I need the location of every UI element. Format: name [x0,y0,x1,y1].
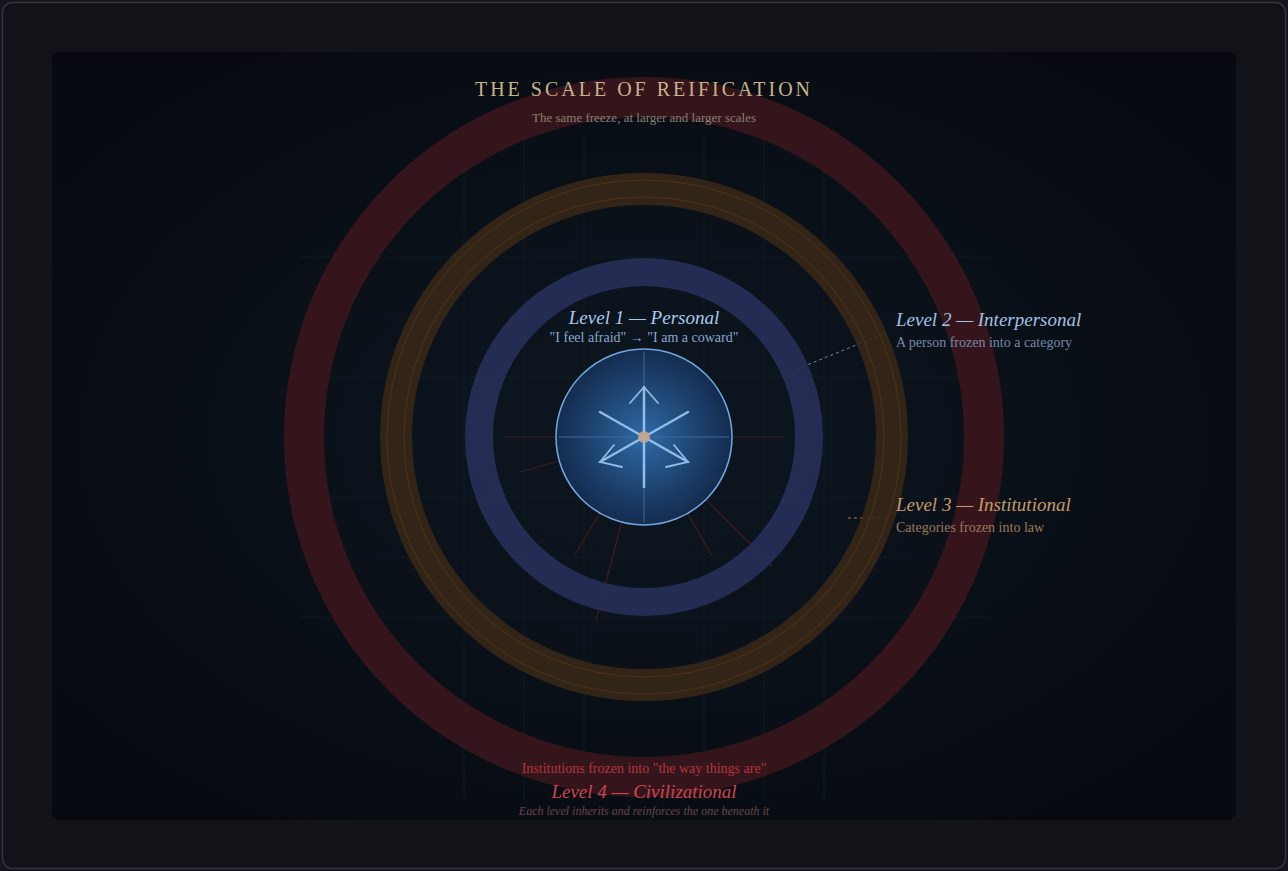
subtitle: The same freeze, at larger and larger sc… [532,110,756,126]
personal-core: Level 1 — Personal"I feel afraid" → "I a… [555,348,733,526]
level-heading: Level 1 — Personal [569,307,719,330]
level-quote: "I feel afraid" → "I am a coward" [550,330,739,347]
panel [52,52,1236,820]
diagram-title: THE SCALE OF REIFICATION [475,77,813,101]
outer-frame [3,3,1286,869]
core-circle [555,348,733,526]
level-description: Institutions frozen into "the way things… [522,761,767,778]
level-heading: Level 2 — Interpersonal [896,309,1081,332]
institutional-ring: Level 3 — InstitutionalCategories frozen… [380,173,908,701]
level-description: A person frozen into a category [896,335,1072,352]
level-heading: Level 3 — Institutional [896,494,1071,517]
caption: Each level inherits and reinforces the o… [519,804,769,818]
interpersonal-ring: Level 2 — InterpersonalA person frozen i… [465,258,823,616]
level-description: Categories frozen into law [896,520,1044,537]
civilizational-ring: Institutions frozen into "the way things… [284,77,1004,797]
level-heading: Level 4 — Civilizational [551,781,736,804]
